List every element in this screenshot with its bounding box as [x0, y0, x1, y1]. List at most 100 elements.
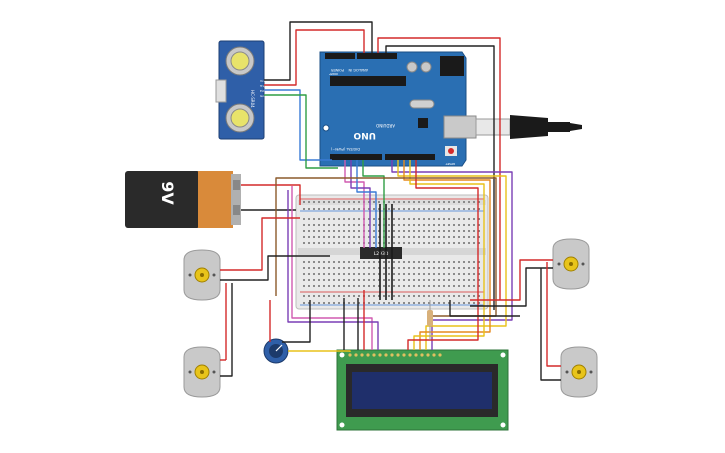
- breadboard-hole: [398, 285, 400, 287]
- breadboard-hole: [453, 267, 455, 269]
- breadboard-hole: [393, 273, 395, 275]
- breadboard-hole: [443, 267, 445, 269]
- breadboard-hole: [443, 201, 445, 203]
- wire-lcd-d6: [397, 160, 507, 350]
- breadboard-hole: [433, 242, 435, 244]
- breadboard-hole: [433, 279, 435, 281]
- breadboard-hole: [438, 261, 440, 263]
- breadboard-hole: [443, 218, 445, 220]
- breadboard-hole: [368, 224, 370, 226]
- breadboard-hole: [478, 230, 480, 232]
- breadboard-hole: [408, 236, 410, 238]
- breadboard-hole: [438, 224, 440, 226]
- breadboard-hole: [368, 208, 370, 210]
- breadboard-hole: [348, 218, 350, 220]
- breadboard-hole: [323, 224, 325, 226]
- capacitor: [420, 61, 432, 73]
- breadboard-hole: [448, 261, 450, 263]
- motor-screw: [188, 370, 192, 374]
- breadboard-hole: [378, 261, 380, 263]
- breadboard-hole: [383, 273, 385, 275]
- breadboard-hole: [348, 201, 350, 203]
- resistor-body: [427, 310, 433, 326]
- breadboard-hole: [353, 261, 355, 263]
- wire-motor-br-b: [540, 268, 561, 381]
- breadboard-hole: [323, 273, 325, 275]
- breadboard-hole: [338, 267, 340, 269]
- breadboard-hole: [463, 230, 465, 232]
- breadboard-hole: [393, 279, 395, 281]
- wire-lcd-d5: [403, 160, 491, 350]
- breadboard-hole: [328, 208, 330, 210]
- wire-pot-gnd: [282, 300, 311, 343]
- breadboard-hole: [443, 295, 445, 297]
- breadboard-hole: [378, 224, 380, 226]
- breadboard-hole: [348, 273, 350, 275]
- breadboard-hole: [368, 279, 370, 281]
- breadboard-hole: [343, 273, 345, 275]
- breadboard-hole: [303, 267, 305, 269]
- breadboard-hole: [478, 302, 480, 304]
- breadboard-hole: [383, 295, 385, 297]
- breadboard-hole: [423, 261, 425, 263]
- breadboard-hole: [363, 279, 365, 281]
- breadboard-hole: [358, 261, 360, 263]
- breadboard-hole: [478, 208, 480, 210]
- breadboard-hole: [378, 230, 380, 232]
- breadboard-hole: [353, 208, 355, 210]
- breadboard-hole: [338, 261, 340, 263]
- arduino-uno: UNO ARDUINO DIGITAL (PWM~) ANALOG IN POW…: [319, 51, 477, 167]
- breadboard-hole: [408, 242, 410, 244]
- ultrasonic-model-label: HC-SR04: [250, 90, 255, 108]
- breadboard-hole: [458, 224, 460, 226]
- arduino-brand-text: ARDUINO: [376, 123, 395, 128]
- breadboard-hole: [418, 230, 420, 232]
- breadboard-hole: [368, 242, 370, 244]
- breadboard-hole: [463, 201, 465, 203]
- breadboard-hole: [428, 201, 430, 203]
- breadboard-hole: [373, 218, 375, 220]
- breadboard-hole: [423, 267, 425, 269]
- breadboard-hole: [303, 273, 305, 275]
- breadboard-hole: [478, 261, 480, 263]
- breadboard-hole: [448, 208, 450, 210]
- breadboard-hole: [413, 273, 415, 275]
- breadboard-hole: [373, 224, 375, 226]
- breadboard-hole: [393, 295, 395, 297]
- dc-power-jack: [440, 56, 464, 76]
- breadboard-hole: [413, 208, 415, 210]
- breadboard-hole: [343, 295, 345, 297]
- breadboard-hole: [388, 267, 390, 269]
- lcd-pin: [360, 353, 364, 357]
- breadboard-hole: [418, 295, 420, 297]
- breadboard-hole: [413, 242, 415, 244]
- breadboard-hole: [338, 218, 340, 220]
- motor-shaft: [577, 370, 581, 374]
- pin-label-trig: Trig: [259, 84, 265, 88]
- breadboard-hole: [463, 295, 465, 297]
- breadboard-hole: [423, 295, 425, 297]
- breadboard-hole: [373, 295, 375, 297]
- reset-button-cap: [448, 148, 454, 154]
- breadboard-hole: [413, 236, 415, 238]
- breadboard-hole: [373, 302, 375, 304]
- breadboard-hole: [348, 236, 350, 238]
- motor-top-left: [183, 249, 221, 301]
- breadboard-hole: [323, 230, 325, 232]
- breadboard-hole: [423, 236, 425, 238]
- breadboard-hole: [443, 302, 445, 304]
- breadboard-hole: [378, 201, 380, 203]
- breadboard-hole: [338, 208, 340, 210]
- breadboard-hole: [383, 267, 385, 269]
- breadboard-hole: [328, 285, 330, 287]
- breadboard-hole: [403, 302, 405, 304]
- breadboard-hole: [353, 295, 355, 297]
- breadboard-hole: [333, 285, 335, 287]
- breadboard-hole: [338, 242, 340, 244]
- breadboard-hole: [308, 273, 310, 275]
- breadboard-hole: [328, 273, 330, 275]
- wire-battery-pos: [241, 184, 301, 205]
- reset-label: RESET: [445, 162, 455, 166]
- potentiometer[interactable]: [263, 338, 289, 364]
- breadboard-hole: [453, 273, 455, 275]
